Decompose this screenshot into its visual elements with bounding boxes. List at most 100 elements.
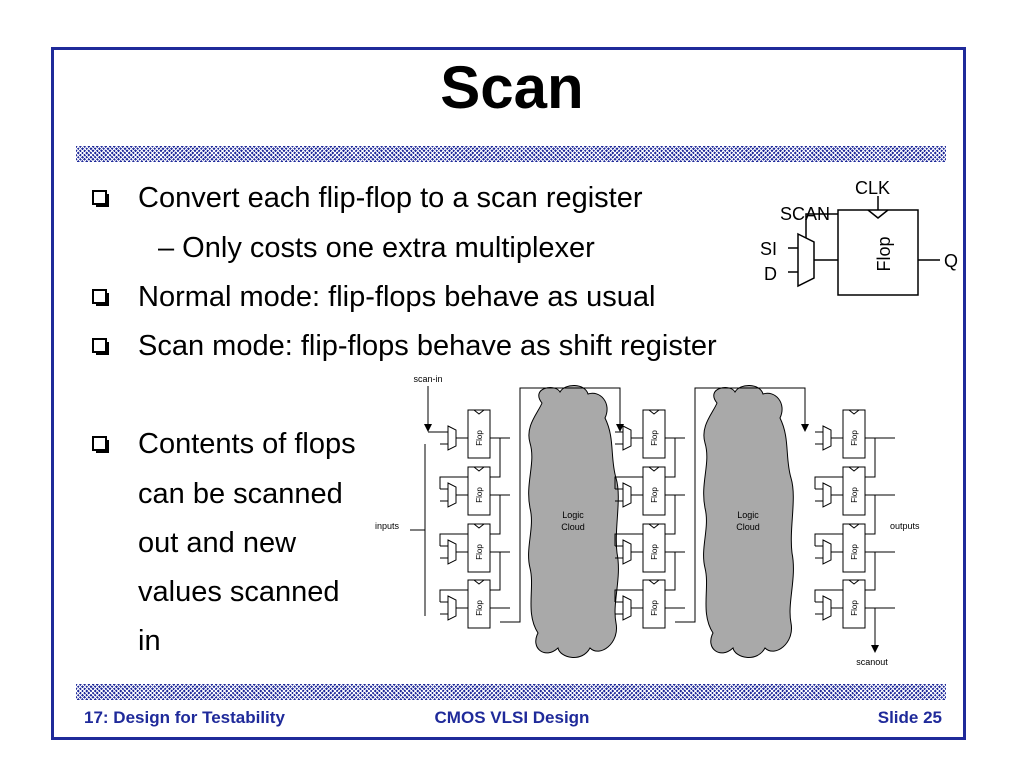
- flop-box: [842, 579, 866, 629]
- scan-mux-icon: [447, 595, 457, 621]
- scan-flop-cell: Flop: [815, 579, 885, 629]
- slide-frame: [51, 47, 966, 740]
- scan-select-wire: [805, 213, 838, 238]
- scan-mux-icon: [822, 539, 832, 565]
- scan-label: SCAN: [780, 204, 830, 224]
- scan-link-wire: [675, 387, 809, 623]
- clock-triangle-icon: [648, 409, 660, 415]
- flop-box: [642, 466, 666, 516]
- flop-box: [467, 523, 491, 573]
- cloud-right-line2: Cloud: [736, 522, 760, 532]
- flop-label: Flop: [850, 600, 859, 616]
- footer-center: CMOS VLSI Design: [434, 708, 590, 727]
- flop-box: [467, 579, 491, 629]
- scan-flop-cell: Flop: [615, 409, 685, 459]
- scan-mux-icon: [822, 482, 832, 508]
- bullet-continuation-line: can be scanned: [138, 478, 343, 510]
- flop-label: Flop: [850, 487, 859, 503]
- flop-label: Flop: [650, 430, 659, 446]
- scan-mux-icon: [447, 539, 457, 565]
- sub-bullet-text: – Only costs one extra multiplexer: [158, 232, 595, 264]
- scan-link-wire: [500, 387, 624, 623]
- checkbox-bullet-icon: [92, 436, 109, 453]
- flop-box: [842, 523, 866, 573]
- scan-mux-icon: [447, 425, 457, 451]
- flop-label: Flop: [850, 544, 859, 560]
- clk-label: CLK: [855, 178, 890, 198]
- clock-triangle-icon: [648, 523, 660, 529]
- flop-label: Flop: [874, 236, 894, 271]
- scan-mux-icon: [622, 482, 632, 508]
- scan-mux-icon: [622, 539, 632, 565]
- clock-triangle-icon: [648, 466, 660, 472]
- footer-left: 17: Design for Testability: [84, 708, 285, 727]
- flop-box: [467, 466, 491, 516]
- outputs-label: outputs: [890, 521, 920, 531]
- top-hatch-divider: [76, 146, 946, 162]
- flop-label: Flop: [650, 487, 659, 503]
- flop-label: Flop: [475, 600, 484, 616]
- si-label: SI: [760, 239, 777, 259]
- d-label: D: [764, 264, 777, 284]
- bottom-hatch-divider: [76, 684, 946, 700]
- scan-flop-cell: Flop: [815, 466, 885, 516]
- logic-cloud-right: [703, 385, 794, 658]
- flop-label: Flop: [475, 487, 484, 503]
- scan-mux-icon: [622, 595, 632, 621]
- scan-chain-diagram: FlopFlopFlopFlopFlopFlopFlopFlopFlopFlop…: [375, 374, 920, 667]
- scan-mux-icon: [622, 425, 632, 451]
- scan-mux-icon: [822, 425, 832, 451]
- bullet-continuation-line: values scanned: [138, 576, 340, 608]
- clock-triangle-icon: [473, 523, 485, 529]
- flop-box: [467, 409, 491, 459]
- bullet-continuation-line: in: [138, 625, 161, 657]
- cloud-left-line1: Logic: [562, 510, 584, 520]
- cloud-right-line1: Logic: [737, 510, 759, 520]
- clock-triangle-icon: [473, 579, 485, 585]
- cloud-left-line2: Cloud: [561, 522, 585, 532]
- scan-flop-cell: Flop: [615, 579, 685, 629]
- scan-flop-cell: Flop: [440, 579, 510, 629]
- checkbox-bullet-icon: [92, 338, 109, 355]
- bullet-text-1: Convert each flip-flop to a scan registe…: [138, 182, 643, 214]
- flop-label: Flop: [850, 430, 859, 446]
- footer-right: Slide 25: [877, 708, 942, 727]
- flop-label: Flop: [650, 544, 659, 560]
- scan-mux-icon: [822, 595, 832, 621]
- flop-box: [842, 466, 866, 516]
- bullet-text-4: Contents of flops: [138, 428, 356, 460]
- clock-triangle-icon: [848, 579, 860, 585]
- clock-triangle-icon: [473, 409, 485, 415]
- scan-flop-cell: Flop: [615, 523, 685, 573]
- checkbox-bullet-icon: [92, 190, 109, 207]
- bullet-text-2: Normal mode: flip-flops behave as usual: [138, 281, 656, 313]
- flop-label: Flop: [475, 544, 484, 560]
- clock-triangle-icon: [848, 466, 860, 472]
- bullet-continuation-line: out and new: [138, 527, 297, 559]
- flop-box: [642, 579, 666, 629]
- scan-flop-cell: Flop: [440, 523, 510, 573]
- scan-mux-icon: [797, 232, 815, 288]
- scan-flop-cell: Flop: [440, 409, 510, 459]
- clock-triangle-icon: [648, 579, 660, 585]
- flop-label: Flop: [650, 600, 659, 616]
- flop-box: [842, 409, 866, 459]
- logic-cloud-left: [528, 385, 619, 658]
- clock-triangle-icon: [473, 466, 485, 472]
- flop-box: [642, 409, 666, 459]
- scan-flop-cell: Flop: [815, 523, 885, 573]
- clock-triangle-icon: [848, 409, 860, 415]
- scan-mux-icon: [447, 482, 457, 508]
- scanout-label: scanout: [856, 657, 888, 667]
- scan-flop-cell: Flop: [615, 466, 685, 516]
- flop-box: [642, 523, 666, 573]
- scan-in-label: scan-in: [413, 374, 442, 384]
- inputs-label: inputs: [375, 521, 400, 531]
- clock-triangle-icon: [867, 209, 889, 219]
- scan-flop-cell: Flop: [815, 409, 885, 459]
- scan-flop-cell: Flop: [440, 466, 510, 516]
- clock-triangle-icon: [848, 523, 860, 529]
- flop-label: Flop: [475, 430, 484, 446]
- bullet-text-3: Scan mode: flip-flops behave as shift re…: [138, 330, 717, 362]
- checkbox-bullet-icon: [92, 289, 109, 306]
